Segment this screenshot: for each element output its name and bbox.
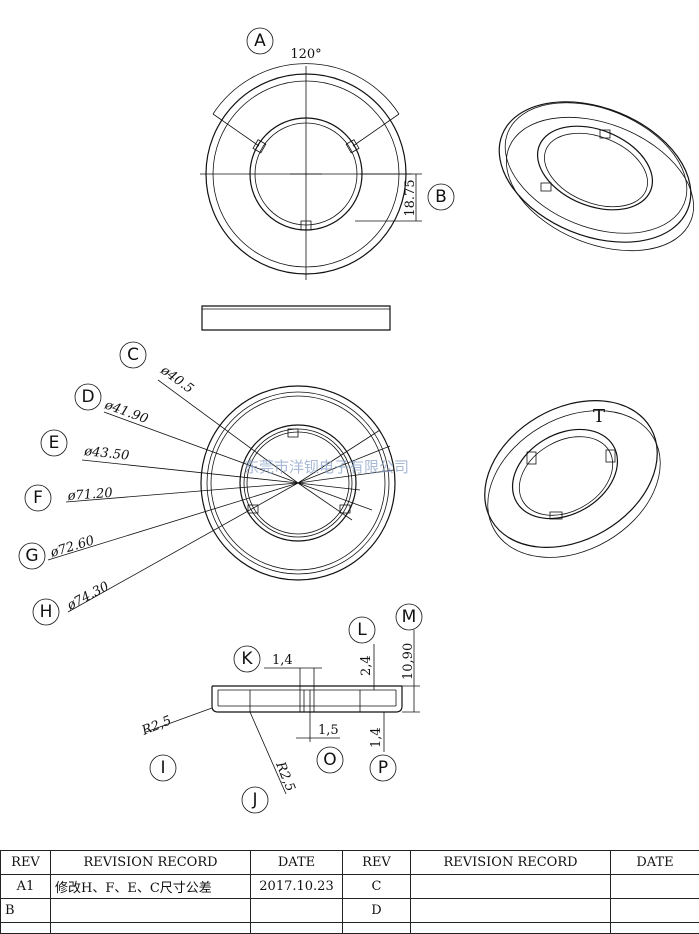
cell-rev-2: C: [343, 875, 411, 899]
side-view: [202, 306, 390, 330]
header-record-2: REVISION RECORD: [411, 851, 611, 875]
callout-f: F: [25, 485, 51, 511]
height-dim-label: 18.75: [403, 179, 418, 216]
iso-view-top: [478, 75, 699, 276]
callout-o: O: [317, 747, 343, 773]
svg-text:C: C: [127, 345, 139, 365]
cell-rev: B: [1, 899, 51, 923]
svg-text:L: L: [357, 620, 367, 640]
cell-date-2: [611, 899, 699, 923]
cell-record-2: [411, 899, 611, 923]
table-row: A1 修改H、F、E、C尺寸公差 2017.10.23 C: [1, 875, 699, 899]
svg-text:H: H: [40, 602, 53, 622]
dim-p-label: 1,4: [369, 727, 384, 748]
dia-label-f: ø71.20: [66, 486, 113, 504]
iso-view-bottom: T: [458, 371, 686, 587]
dia-label-g: ø72.60: [48, 533, 96, 561]
callout-h: H: [33, 599, 59, 625]
tab-bottom: [301, 221, 311, 230]
cell-record-2: [411, 875, 611, 899]
table-row: B D: [1, 899, 699, 923]
cell-rev: A1: [1, 875, 51, 899]
angle-dim-label: 120°: [290, 47, 321, 62]
watermark: 东莞市洋钡电子有限公司: [244, 458, 409, 476]
cell-date: [251, 899, 343, 923]
svg-text:O: O: [323, 750, 336, 770]
svg-text:E: E: [49, 433, 60, 453]
dim-l-label: 2,4: [359, 655, 374, 676]
callout-l: L: [349, 617, 375, 643]
callout-i: I: [150, 755, 176, 781]
header-rev: REV: [1, 851, 51, 875]
callout-j: J: [242, 787, 268, 813]
svg-text:G: G: [25, 546, 38, 566]
dia-label-d: ø41.90: [102, 397, 150, 427]
header-rev-2: REV: [343, 851, 411, 875]
svg-text:D: D: [81, 387, 94, 407]
cell-date-2: [611, 875, 699, 899]
svg-text:I: I: [160, 758, 165, 778]
cell-date: 2017.10.23: [251, 875, 343, 899]
cell-record: [51, 899, 251, 923]
cell-rev-2: D: [343, 899, 411, 923]
svg-text:K: K: [241, 649, 253, 669]
callout-c: C: [120, 342, 146, 368]
svg-text:B: B: [435, 187, 447, 207]
top-view: 120° 18.75: [200, 47, 422, 280]
dia-label-h: ø74.30: [64, 579, 112, 614]
revision-header-row: REV REVISION RECORD DATE REV REVISION RE…: [1, 851, 699, 875]
callouts: A B C D E F G H I J K L M O P: [19, 28, 454, 813]
header-date-2: DATE: [611, 851, 699, 875]
callout-k: K: [234, 646, 260, 672]
iso-label: T: [593, 406, 605, 427]
svg-text:F: F: [33, 488, 43, 508]
dim-o-label: 1,5: [318, 723, 339, 738]
header-record: REVISION RECORD: [51, 851, 251, 875]
dim-k-label: 1,4: [272, 653, 293, 668]
callout-p: P: [370, 755, 396, 781]
callout-g: G: [19, 543, 45, 569]
svg-text:J: J: [251, 790, 257, 810]
svg-text:A: A: [254, 31, 266, 51]
radius-bottom-label: R2,5: [272, 759, 298, 794]
svg-text:M: M: [402, 607, 417, 627]
engineering-drawing: 120° 18.75: [0, 0, 699, 850]
header-date: DATE: [251, 851, 343, 875]
diameter-view: ø40.5 ø41.90 ø43.50 ø71.20 ø72.60 ø74.30…: [48, 363, 409, 614]
callout-a: A: [247, 28, 273, 54]
radius-left-label: R2,5: [139, 713, 174, 739]
callout-m: M: [396, 604, 422, 630]
revision-table: REV REVISION RECORD DATE REV REVISION RE…: [0, 850, 699, 934]
dia-label-c: ø40.5: [157, 363, 196, 397]
callout-e: E: [41, 430, 67, 456]
callout-d: D: [75, 384, 101, 410]
svg-text:P: P: [378, 758, 388, 778]
callout-b: B: [428, 184, 454, 210]
dim-m-label: 10,90: [401, 643, 416, 680]
cell-record: 修改H、F、E、C尺寸公差: [51, 875, 251, 899]
